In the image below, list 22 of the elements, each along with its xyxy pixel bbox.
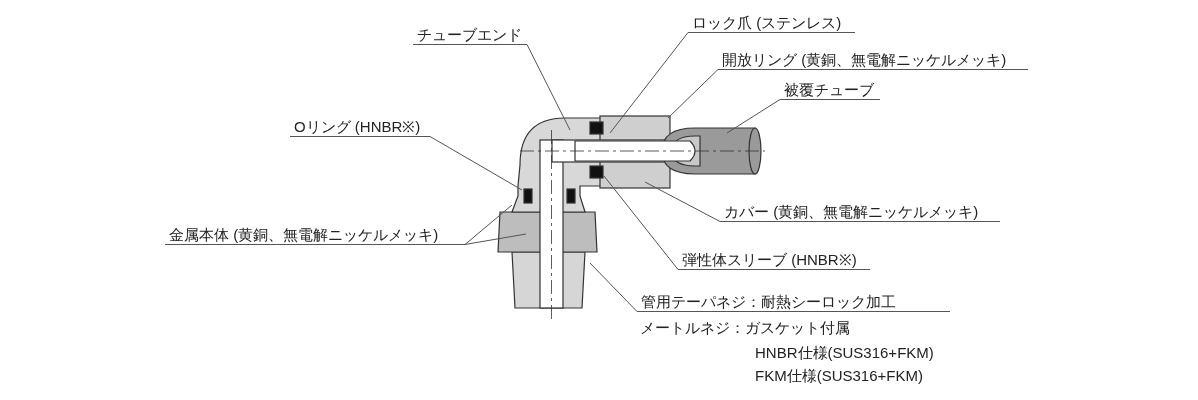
callout-label: Oリング (HNBR※) [290, 117, 430, 137]
callout-label: 管用テーパネジ：耐熱シーロック加工 [637, 292, 950, 312]
leader-line [464, 233, 527, 245]
leader-line [589, 262, 638, 312]
leader-line [526, 44, 571, 131]
note-text: HNBR仕様(SUS316+FKM) [755, 343, 934, 362]
leader-line [464, 204, 513, 245]
leader-line [644, 181, 721, 222]
callout-label: 弾性体スリーブ (HNBR※) [678, 250, 870, 270]
callout-label: 金属本体 (黄銅、無電解ニッケルメッキ) [165, 225, 465, 245]
callout-label: カバー (黄銅、無電解ニッケルメッキ) [720, 202, 1000, 222]
leader-line [609, 32, 689, 134]
leader-line [603, 175, 679, 270]
callout-label: 開放リング (黄銅、無電解ニッケルメッキ) [718, 50, 1028, 70]
callout-label: 被覆チューブ [780, 80, 880, 100]
note-text: メートルネジ：ガスケット付属 [640, 318, 850, 337]
leader-line [726, 99, 781, 134]
leader-line [429, 136, 523, 191]
leader-line [667, 69, 719, 119]
callout-label: チューブエンド [413, 25, 527, 45]
callout-label: ロック爪 (ステンレス) [688, 13, 855, 33]
note-text: FKM仕様(SUS316+FKM) [755, 366, 923, 385]
